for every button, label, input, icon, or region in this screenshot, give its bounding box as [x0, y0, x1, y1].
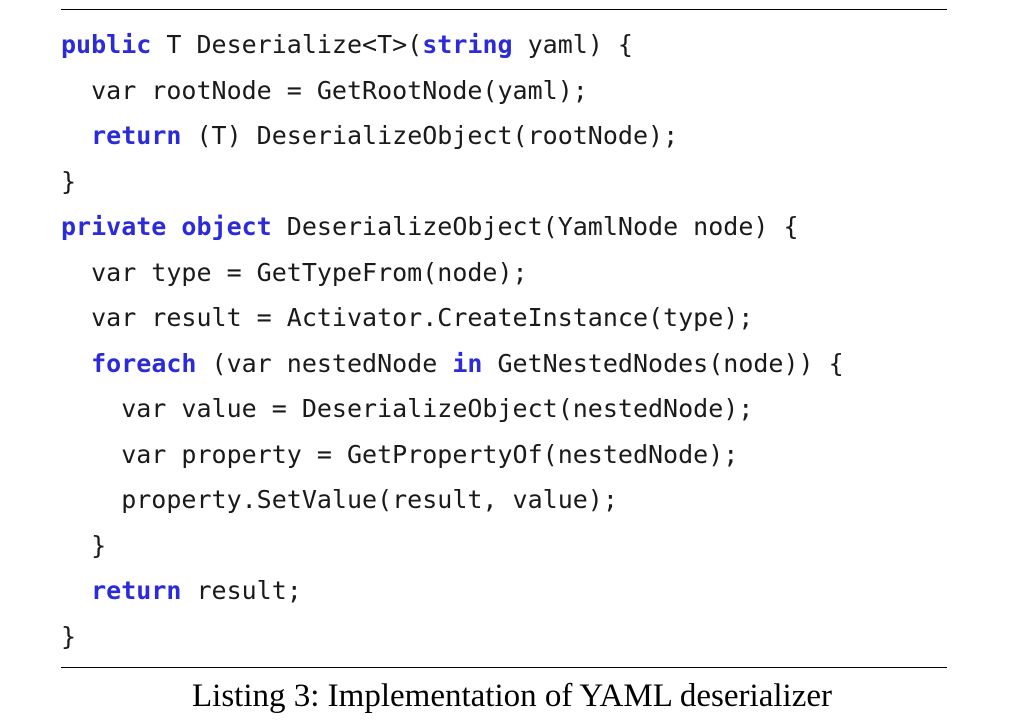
code-text: var rootNode = GetRootNode(yaml); — [61, 75, 588, 105]
code-text: yaml) { — [512, 30, 633, 59]
code-text — [166, 212, 181, 241]
code-listing: public T Deserialize<T>(string yaml) { v… — [61, 22, 947, 659]
code-text: (T) DeserializeObject(rootNode); — [181, 121, 679, 150]
code-text: var property = GetPropertyOf(nestedNode)… — [61, 439, 739, 469]
code-line: var property = GetPropertyOf(nestedNode)… — [61, 432, 947, 478]
code-line: return (T) DeserializeObject(rootNode); — [61, 113, 947, 159]
code-keyword: return — [91, 576, 182, 605]
code-keyword: private — [61, 212, 167, 241]
code-keyword: return — [91, 121, 182, 150]
code-text: } — [61, 621, 77, 651]
code-text: result; — [181, 576, 302, 605]
code-line: var rootNode = GetRootNode(yaml); — [61, 68, 947, 114]
code-text: (var nestedNode — [196, 348, 453, 378]
code-keyword: foreach — [91, 348, 197, 378]
code-keyword: public — [61, 30, 152, 59]
code-line: var value = DeserializeObject(nestedNode… — [61, 386, 947, 432]
code-line: } — [61, 523, 947, 569]
code-text: var result = Activator.CreateInstance(ty… — [61, 303, 754, 332]
listing-bottom-rule — [61, 667, 947, 668]
code-text: var type = GetTypeFrom(node); — [61, 257, 528, 287]
code-text: DeserializeObject(YamlNode node) { — [271, 212, 799, 241]
code-line: private object DeserializeObject(YamlNod… — [61, 204, 947, 250]
code-line: public T Deserialize<T>(string yaml) { — [61, 22, 947, 68]
code-text: property.SetValue(result, value); — [61, 485, 618, 514]
code-line: var type = GetTypeFrom(node); — [61, 250, 947, 296]
code-line: } — [61, 614, 947, 660]
code-text: T Deserialize<T>( — [151, 30, 423, 59]
code-line: } — [61, 159, 947, 205]
code-keyword: string — [422, 30, 513, 59]
code-text: } — [61, 530, 107, 560]
code-text — [61, 576, 91, 605]
code-text — [61, 349, 91, 378]
code-text: var value = DeserializeObject(nestedNode… — [61, 394, 754, 423]
code-line: property.SetValue(result, value); — [61, 477, 947, 523]
listing-top-rule — [61, 9, 947, 10]
listing-caption: Listing 3: Implementation of YAML deseri… — [192, 678, 832, 714]
code-text — [61, 121, 91, 150]
code-keyword: object — [181, 212, 272, 241]
code-text: GetNestedNodes(node)) { — [482, 348, 844, 378]
code-line: return result; — [61, 568, 947, 614]
code-keyword: in — [452, 348, 483, 378]
code-line: var result = Activator.CreateInstance(ty… — [61, 295, 947, 341]
code-line: foreach (var nestedNode in GetNestedNode… — [61, 341, 947, 387]
code-text: } — [61, 166, 77, 196]
